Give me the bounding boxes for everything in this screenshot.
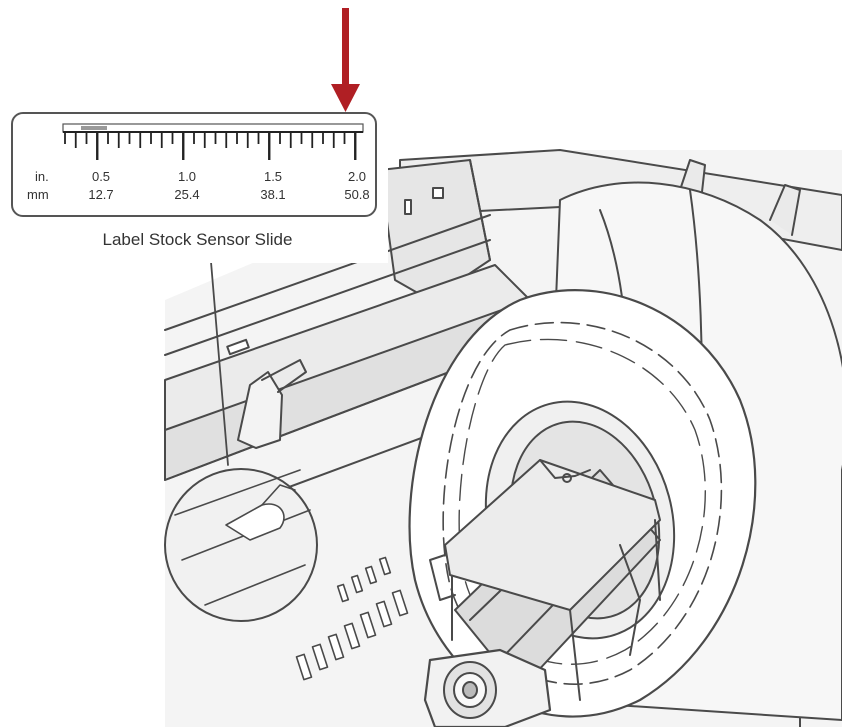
slide-marker [81, 126, 107, 130]
vent-slots [295, 556, 409, 681]
ruler-scale [62, 123, 364, 160]
tick-label-mm-50.8: 50.8 [344, 187, 370, 202]
tick-label-mm-38.1: 38.1 [260, 187, 286, 202]
callout-caption: Label Stock Sensor Slide [102, 230, 293, 249]
tick-label-in-1.5: 1.5 [263, 169, 283, 184]
tick-label-in-1.0: 1.0 [177, 169, 197, 184]
sensor-slide-callout: in. mm 0.5 1.0 1.5 2.0 12.7 25.4 38.1 50… [7, 112, 388, 263]
ruler-track [62, 123, 364, 133]
ruler-panel: in. mm 0.5 1.0 1.5 2.0 12.7 25.4 38.1 50… [11, 112, 377, 217]
tick-label-mm-12.7: 12.7 [88, 187, 114, 202]
ruler-ticks [64, 132, 357, 160]
tick-label-in-2.0: 2.0 [347, 169, 367, 184]
unit-label-in: in. [35, 169, 49, 184]
unit-label-mm: mm [27, 187, 49, 202]
side-guide-clip [237, 371, 283, 449]
callout-pointer-line [209, 249, 229, 466]
tick-label-in-0.5: 0.5 [91, 169, 111, 184]
tick-label-mm-25.4: 25.4 [174, 187, 200, 202]
indicator-arrow [331, 8, 360, 112]
